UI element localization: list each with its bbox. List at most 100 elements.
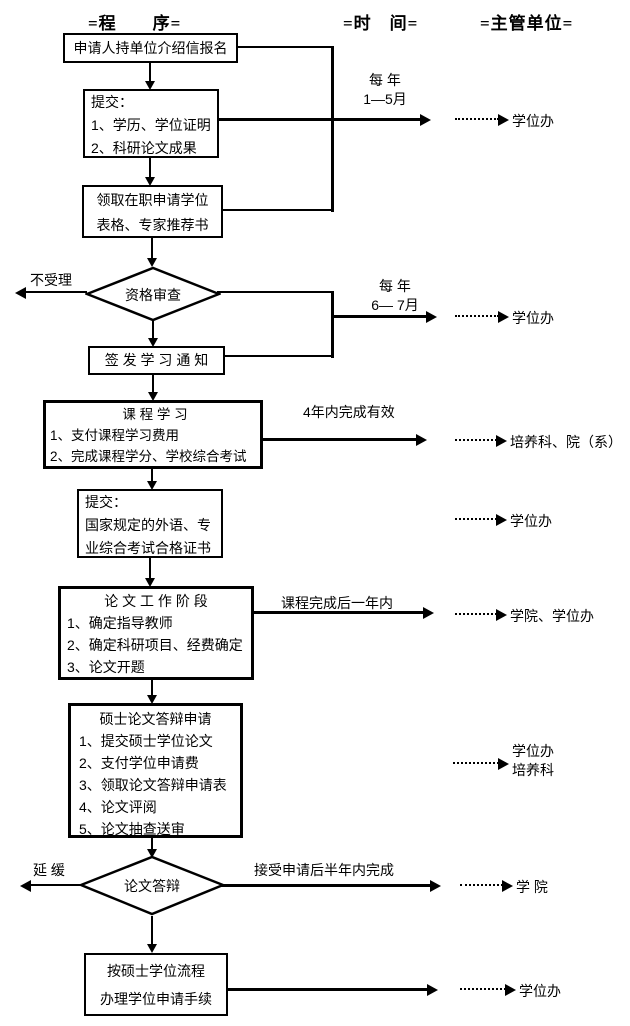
reject-label: 不受理 [30, 270, 72, 292]
arrow-reject-shaft [26, 291, 87, 293]
time-thesis: 课程完成后一年内 [281, 595, 393, 611]
dotted-arrow-head [498, 310, 509, 323]
arrow-thesis-shaft [252, 611, 424, 614]
flow-arrow-head [147, 849, 157, 858]
column-header-unit: =主管单位= [480, 14, 574, 33]
arrow-final-head [427, 983, 438, 996]
dotted-arrow-head [505, 983, 516, 996]
unit-line: 学位办 [512, 743, 554, 759]
box-line: 表格、专家推荐书 [96, 217, 209, 233]
box-submit-docs: 提交： 1、学历、学位证明 2、科研论文成果 [83, 89, 219, 158]
unit-thesis: 学院、学位办 [510, 608, 594, 624]
flow-arrow-head [148, 392, 158, 401]
flow-arrow-head [147, 695, 157, 704]
box-defense-application: 硕士论文答辩申请 1、提交硕士学位论文 2、支付学位申请费 3、领取论文答辩申请… [68, 703, 243, 838]
box-line: 2、支付学位申请费 [79, 755, 199, 771]
dotted-arrow-shaft [455, 439, 497, 441]
unit-course: 培养科、院（系） [510, 434, 622, 450]
box-line: 3、领取论文答辩申请表 [79, 777, 227, 793]
diamond-qualification-label: 资格审查 [125, 287, 181, 303]
time-defense: 接受申请后半年内完成 [254, 862, 394, 878]
flow-arrow-head [145, 81, 155, 90]
time-course: 4年内完成有效 [303, 404, 395, 420]
diamond-defense-label: 论文答辩 [124, 878, 180, 894]
connector-bus-2 [331, 291, 334, 358]
flow-arrow-head [148, 338, 158, 347]
dotted-arrow-head [496, 608, 507, 621]
dotted-arrow-shaft [455, 315, 499, 317]
box-issue-notice-text: 签 发 学 习 通 知 [104, 352, 209, 368]
flow-arrow-shaft [149, 158, 151, 178]
unit-review: 学位办 [512, 310, 554, 326]
box-line: 4、论文评阅 [79, 799, 157, 815]
box-submit-certs: 提交： 国家规定的外语、专 业综合考试合格证书 [77, 489, 223, 558]
box-line: 办理学位申请手续 [100, 991, 212, 1007]
connector-qualification-to-bus [217, 291, 333, 293]
box-line: 3、论文开题 [67, 659, 145, 675]
box-line: 1、提交硕士学位论文 [79, 733, 213, 749]
time-line: 1—5月 [363, 91, 407, 107]
box-line: 领取在职申请学位 [96, 192, 209, 208]
flow-arrow-shaft [151, 838, 153, 850]
flow-arrow-head [147, 481, 157, 490]
box-line: 1、确定指导教师 [67, 615, 173, 631]
diamond-qualification [85, 266, 221, 322]
flow-arrow-shaft [151, 916, 153, 945]
column-header-time: =时 间= [343, 14, 419, 33]
box-line: 5、论文抽查送审 [79, 821, 185, 837]
flow-arrow-head [145, 578, 155, 587]
delay-label: 延 缓 [33, 862, 65, 878]
box-register: 申请人持单位介绍信报名 [63, 33, 238, 63]
dotted-arrow-shaft [460, 988, 506, 990]
box-thesis-stage: 论 文 工 作 阶 段 1、确定指导教师 2、确定科研项目、经费确定 3、论文开… [58, 586, 254, 680]
flow-arrow-shaft [151, 680, 153, 696]
box-line: 2、完成课程学分、学校综合考试 [50, 449, 247, 464]
box-line: 2、确定科研项目、经费确定 [67, 637, 243, 653]
dotted-arrow-shaft [455, 613, 497, 615]
flow-arrow-shaft [149, 63, 151, 82]
arrow-course-head [416, 433, 427, 446]
box-final-procedure: 按硕士学位流程 办理学位申请手续 [84, 953, 228, 1016]
box-line: 1、支付课程学习费用 [50, 428, 180, 443]
box-line: 1、学历、学位证明 [91, 117, 211, 133]
arrow-submit-to-unit-shaft [217, 118, 421, 121]
flow-arrow-shaft [149, 558, 151, 579]
arrow-review-to-unit-head [426, 310, 437, 323]
unit-defense: 学 院 [516, 879, 548, 895]
flow-arrow-shaft [152, 320, 154, 339]
box-collect-forms: 领取在职申请学位 表格、专家推荐书 [82, 185, 223, 238]
arrow-defense-head [430, 879, 441, 892]
flow-arrow-head [147, 258, 157, 267]
flow-arrow-head [147, 944, 157, 953]
dotted-arrow-shaft [460, 884, 503, 886]
box-issue-notice: 签 发 学 习 通 知 [88, 346, 225, 375]
arrow-course-shaft [261, 438, 417, 441]
arrow-defense-shaft [221, 884, 431, 887]
connector-notice-to-bus [223, 355, 333, 357]
dotted-arrow-head [502, 879, 513, 892]
time-registration: 每 年 1—5月 [345, 71, 425, 109]
column-header-procedure: =程 序= [88, 14, 182, 33]
unit-certs: 学位办 [510, 513, 552, 529]
arrow-final-shaft [226, 988, 428, 991]
dotted-arrow-head [498, 757, 509, 770]
dotted-arrow-head [496, 513, 507, 526]
box-line: 业综合考试合格证书 [85, 540, 211, 556]
box-line: 国家规定的外语、专 [85, 517, 211, 533]
box-title: 硕士论文答辩申请 [99, 711, 212, 727]
connector-register-to-bus [236, 46, 333, 48]
unit-line: 培养科 [512, 762, 554, 778]
time-line: 6— 7月 [371, 297, 419, 313]
diamond-defense [79, 855, 225, 916]
box-title: 课 程 学 习 [122, 407, 188, 422]
flow-arrow-shaft [152, 375, 154, 393]
dotted-arrow-shaft [455, 518, 497, 520]
box-line: 提交： [85, 494, 127, 510]
box-line: 提交： [91, 94, 133, 110]
unit-defense-apply: 学位办 培养科 [512, 742, 554, 780]
arrow-delay-head [20, 879, 31, 892]
time-line: 每 年 [369, 72, 401, 88]
box-title: 论 文 工 作 阶 段 [104, 593, 208, 609]
dotted-arrow-shaft [453, 762, 499, 764]
